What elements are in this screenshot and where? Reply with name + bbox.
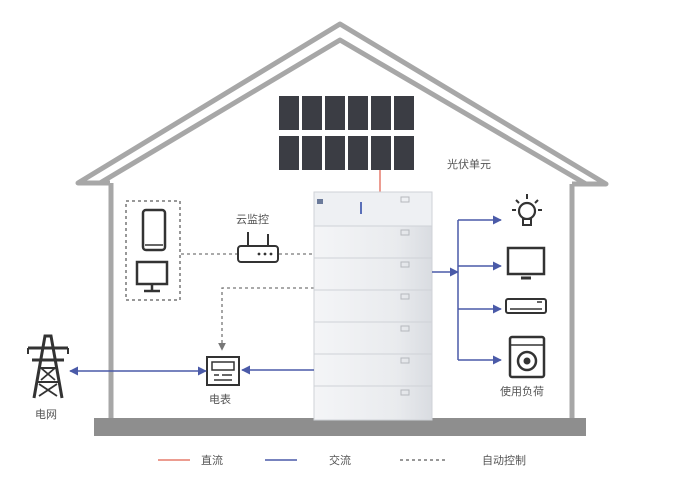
legend-label-ac: 交流	[329, 453, 351, 467]
monitor-icon	[135, 260, 169, 293]
battery-cabinet	[313, 191, 433, 421]
meter-label: 电表	[209, 392, 231, 406]
legend-label-control: 自动控制	[482, 453, 526, 467]
solar-panel-array	[279, 96, 414, 170]
washing-machine-icon	[508, 335, 546, 379]
air-conditioner-icon	[505, 298, 547, 314]
legend-item-ac: 交流	[265, 453, 351, 467]
ac-distribution-lines	[432, 215, 502, 365]
power-tower-icon	[27, 334, 69, 399]
devices-dashed-box	[125, 200, 181, 301]
pv-label: 光伏单元	[447, 157, 491, 171]
legend-label-dc: 直流	[201, 453, 223, 467]
legend-item-dc: 直流	[158, 453, 223, 467]
control-line-battery-to-meter	[218, 287, 314, 351]
solar-panel-row-top	[279, 96, 414, 130]
grid-label: 电网	[35, 408, 57, 421]
cloud-monitoring-label: 云监控	[236, 212, 269, 226]
battery-stack	[313, 191, 433, 421]
tv-icon	[506, 246, 546, 280]
house	[75, 21, 609, 436]
electric-meter-icon	[206, 356, 240, 386]
monitoring-devices	[125, 200, 181, 301]
router-icon	[237, 232, 279, 263]
loads-label: 使用负荷	[500, 384, 544, 398]
ground-slab	[94, 418, 586, 436]
battery-module-6	[313, 385, 433, 421]
smartphone-icon	[141, 208, 167, 252]
battery-controller-module	[313, 191, 433, 227]
lightbulb-icon	[512, 194, 542, 226]
legend-item-control: 自动控制	[400, 453, 526, 467]
solar-panel-row-bottom	[279, 136, 414, 170]
legend: 直流 交流 自动控制	[158, 453, 526, 467]
